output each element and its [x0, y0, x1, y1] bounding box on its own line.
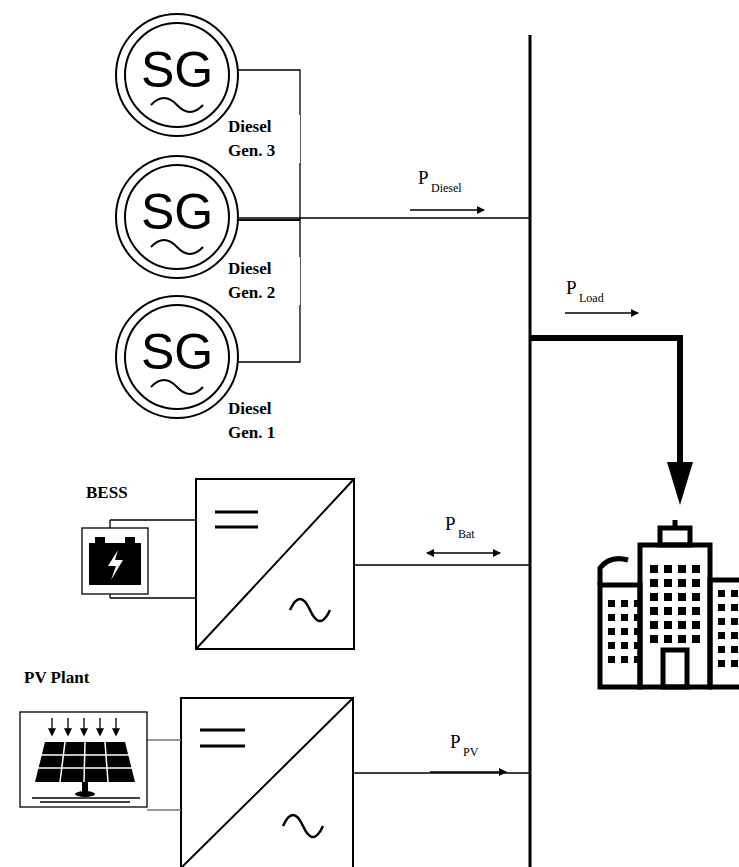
building-icon [600, 520, 739, 687]
generator-symbol-text: SG [117, 327, 237, 377]
component-name: PV Plant [24, 668, 89, 688]
generator-circle: SGDiesel Gen. 2 [115, 155, 239, 279]
power-subscript: Bat [458, 527, 475, 541]
battery-icon [82, 528, 148, 594]
pv-output [353, 772, 530, 774]
load-branch [530, 338, 680, 470]
power-label: P [450, 732, 461, 752]
power-label: P [445, 514, 456, 534]
load-arrowhead [667, 462, 693, 505]
pv-panel-icon [20, 712, 147, 807]
generator-name: Diesel Gen. 1 [228, 397, 300, 445]
power-arrow [427, 552, 500, 553]
power-subscript: Diesel [431, 181, 462, 195]
power-subscript: PV [463, 745, 478, 759]
generator-name: Diesel Gen. 3 [228, 115, 300, 163]
power-arrow [410, 209, 484, 210]
converter-box [181, 698, 353, 867]
diesel-feeder [239, 217, 530, 219]
power-subscript: Load [579, 291, 604, 305]
generator-symbol-text: SG [117, 187, 237, 237]
bus-bar [529, 35, 532, 867]
power-label: P [418, 168, 429, 188]
generator-circle: SGDiesel Gen. 1 [115, 295, 239, 419]
power-label: P [566, 278, 577, 298]
power-arrow [565, 312, 638, 313]
generator-circle: SGDiesel Gen. 3 [115, 13, 239, 137]
converter-box [196, 479, 354, 649]
generator-name: Diesel Gen. 2 [228, 257, 300, 305]
bess-output [354, 564, 530, 566]
generator-symbol-text: SG [117, 45, 237, 95]
component-name: BESS [86, 483, 128, 503]
